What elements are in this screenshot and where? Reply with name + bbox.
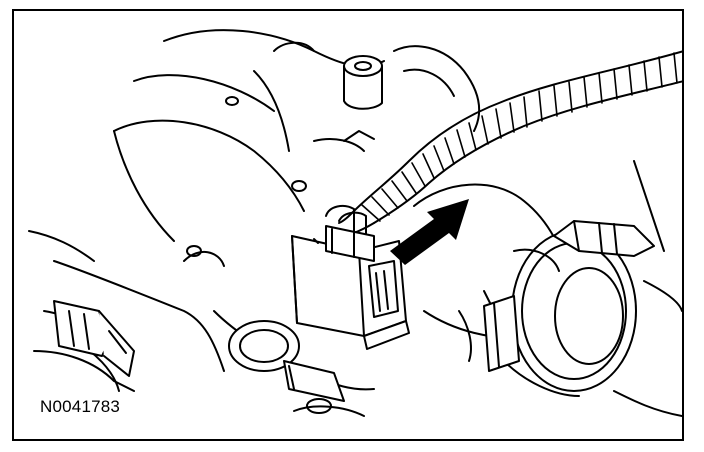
pointer-arrow <box>390 199 469 265</box>
manifold-body <box>113 29 481 417</box>
engine-connector-illustration <box>28 29 682 417</box>
throttle-body <box>413 160 682 417</box>
left-housing <box>28 230 225 392</box>
sensor-boss <box>228 320 345 402</box>
vacuum-port <box>343 55 383 110</box>
figure-frame: N0041783 <box>12 9 684 441</box>
electrical-connector <box>291 204 410 350</box>
figure-id-label: N0041783 <box>38 397 123 417</box>
wiring-conduit <box>338 50 682 234</box>
left-clip <box>53 300 135 377</box>
